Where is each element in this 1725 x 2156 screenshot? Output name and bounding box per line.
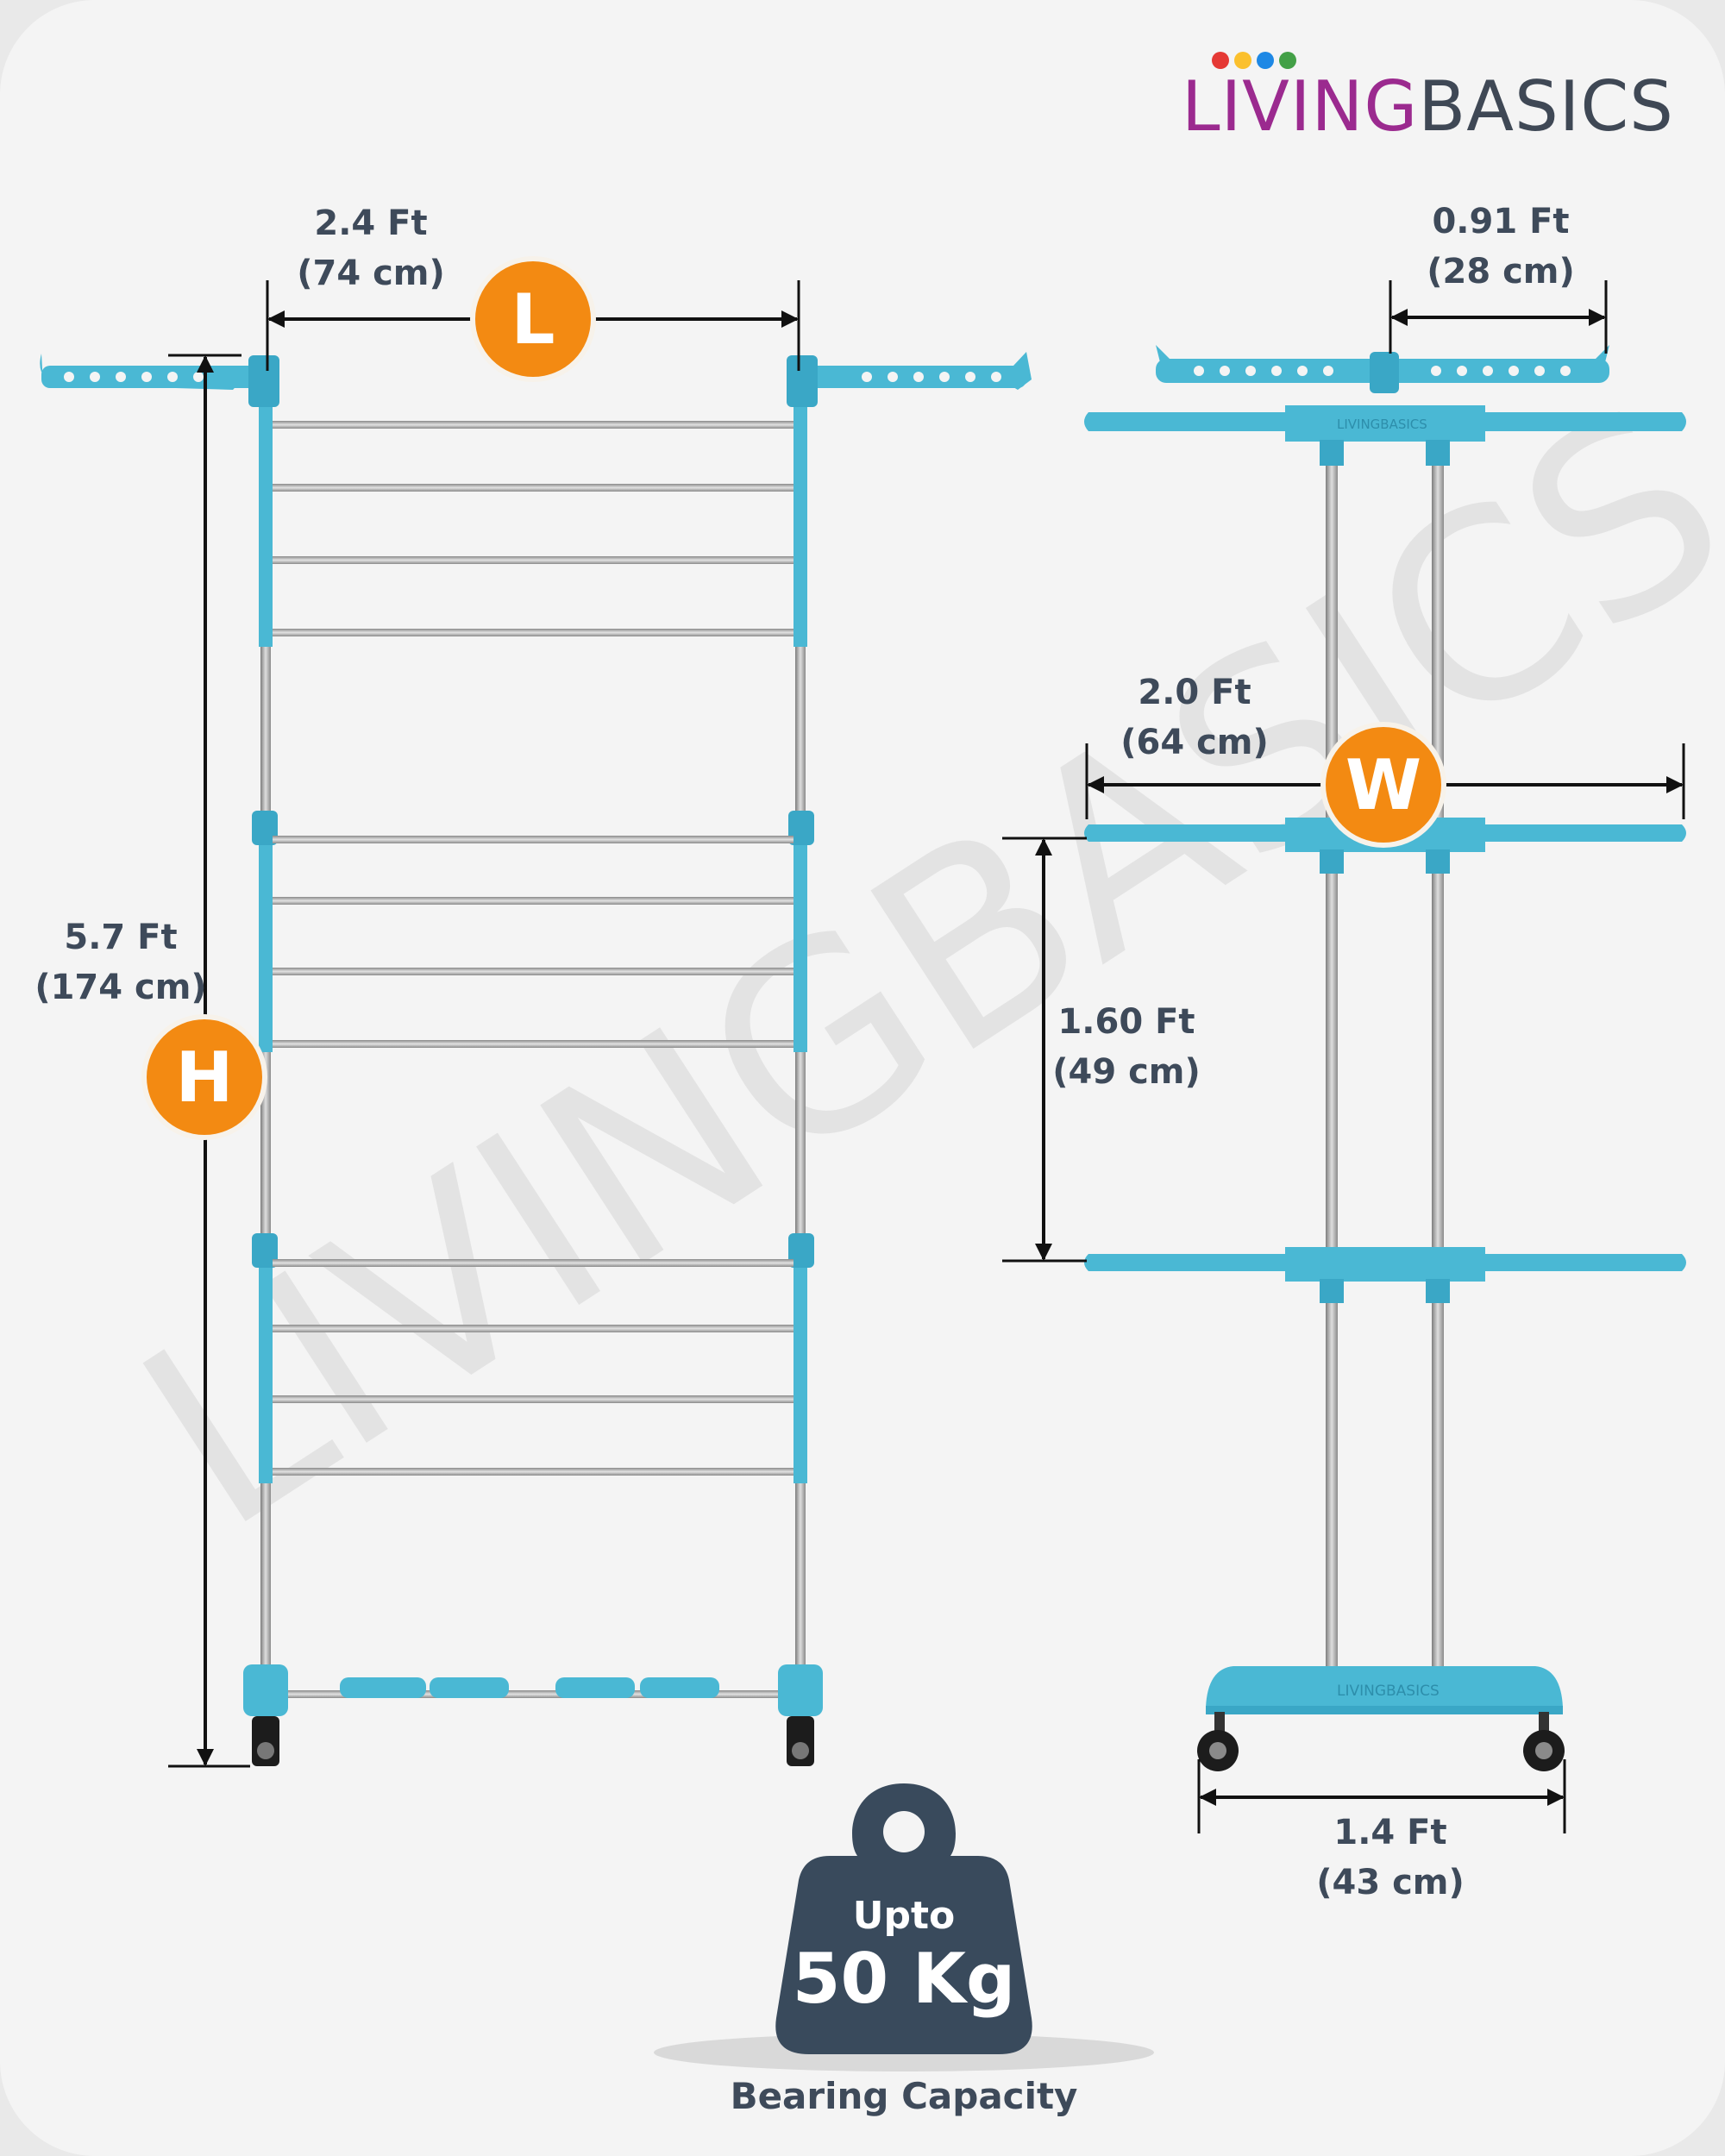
brand-name-basics: BASICS (1418, 66, 1674, 147)
front-rails (273, 421, 794, 1698)
logo-dot-yellow (1234, 52, 1251, 69)
side-tier-top: LIVINGBASICS (1084, 405, 1686, 466)
side-top-hanger (1156, 345, 1609, 393)
front-left-wing (40, 354, 279, 407)
base-label: 1.4 Ft (43 cm) (1295, 1808, 1485, 1908)
width-label: 2.0 Ft (64 cm) (1104, 667, 1285, 768)
capacity-prefix: Upto (852, 1894, 956, 1938)
front-base (243, 1664, 823, 1766)
wing-ft: 0.91 Ft (1432, 202, 1570, 241)
length-cm: (74 cm) (297, 254, 445, 293)
side-view: LIVINGBASICS LIVIN (1002, 280, 1686, 1833)
height-badge: H (147, 1019, 262, 1135)
wing-label: 0.91 Ft (28 cm) (1406, 197, 1596, 297)
logo-dot-blue (1257, 52, 1274, 69)
capacity-caption: Bearing Capacity (730, 2075, 1078, 2117)
weight-icon (654, 1783, 1154, 2071)
logo-dot-red (1212, 52, 1229, 69)
side-left-pole (1326, 405, 1338, 1682)
height-cm: (174 cm) (34, 968, 207, 1007)
tier-gap-ft: 1.60 Ft (1057, 1002, 1195, 1042)
side-base: LIVINGBASICS (1197, 1666, 1565, 1771)
logo-dots (1212, 52, 1296, 69)
brand-name-living: LIVING (1182, 66, 1419, 147)
base-cm: (43 cm) (1316, 1863, 1465, 1902)
width-ft: 2.0 Ft (1138, 673, 1251, 712)
logo-dot-green (1279, 52, 1296, 69)
length-label: 2.4 Ft (74 cm) (285, 198, 457, 298)
side-tier-lower (1084, 1247, 1686, 1303)
capacity-value: 50 Kg (792, 1939, 1016, 2019)
side-base-label: LIVINGBASICS (1337, 1683, 1440, 1700)
base-ft: 1.4 Ft (1333, 1813, 1447, 1852)
tier-gap-label: 1.60 Ft (49 cm) (1032, 997, 1221, 1097)
front-right-wing (787, 352, 1032, 407)
side-right-pole (1432, 405, 1444, 1682)
length-badge: L (475, 261, 591, 377)
tier-gap-cm: (49 cm) (1052, 1052, 1201, 1092)
width-badge: W (1326, 727, 1441, 843)
height-label: 5.7 Ft (174 cm) (26, 912, 216, 1012)
side-top-label: LIVINGBASICS (1337, 417, 1427, 432)
length-ft: 2.4 Ft (314, 204, 428, 243)
wing-cm: (28 cm) (1427, 252, 1575, 291)
width-cm: (64 cm) (1120, 723, 1269, 762)
height-ft: 5.7 Ft (64, 918, 178, 957)
